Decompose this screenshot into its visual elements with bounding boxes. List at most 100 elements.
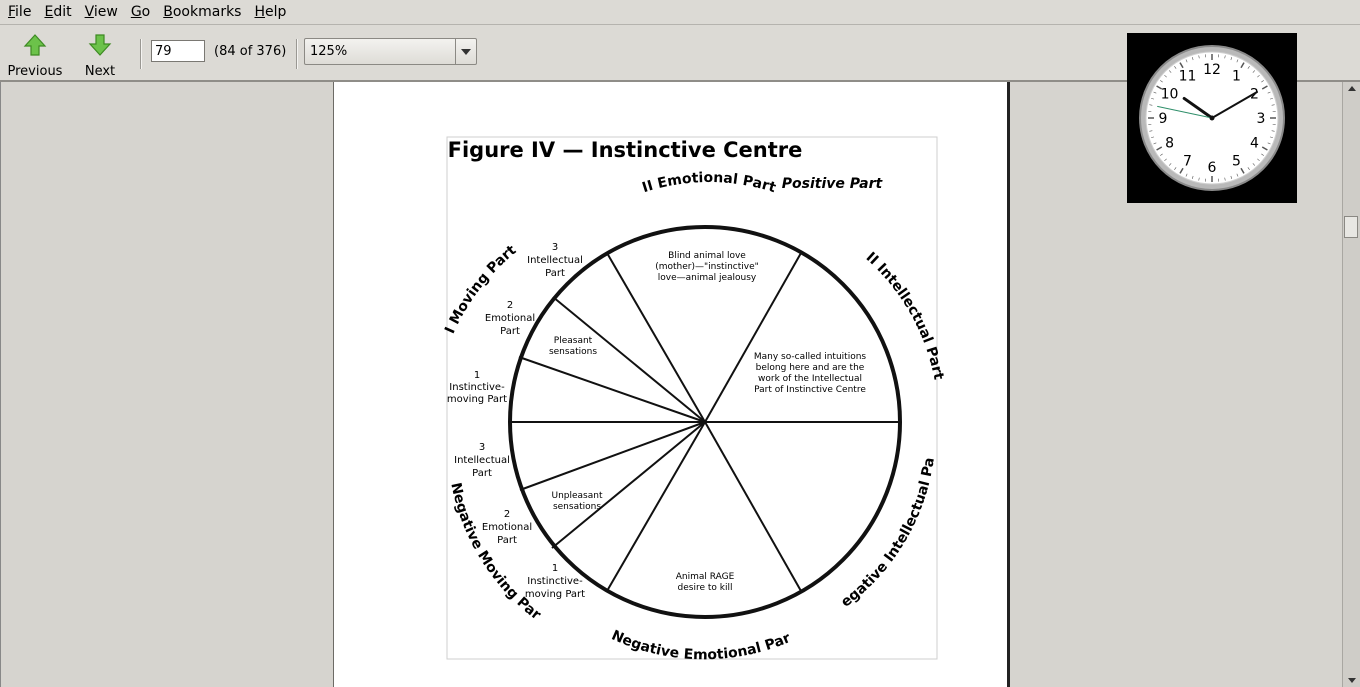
clock-tick xyxy=(1174,66,1177,69)
svg-text:Unpleasant: Unpleasant xyxy=(552,491,603,501)
scrollbar-thumb[interactable] xyxy=(1344,216,1358,238)
sector-lines xyxy=(510,252,900,592)
toolbar-separator xyxy=(296,39,298,69)
chevron-down-icon[interactable] xyxy=(455,39,476,64)
page-count: (84 of 376) xyxy=(214,44,287,59)
menu-view[interactable]: View xyxy=(84,4,118,20)
menu-file[interactable]: File xyxy=(8,4,32,20)
positive-part-label: Positive Part xyxy=(782,176,884,192)
scroll-up-icon[interactable] xyxy=(1345,82,1358,95)
previous-button[interactable]: Previous xyxy=(3,31,67,79)
clock-tick xyxy=(1198,55,1200,59)
svg-text:3: 3 xyxy=(552,242,558,253)
svg-text:Animal RAGE: Animal RAGE xyxy=(676,572,735,582)
clock-tick xyxy=(1151,97,1155,100)
clock-tick xyxy=(1261,146,1268,151)
menu-help[interactable]: Help xyxy=(254,4,287,20)
vertical-scrollbar[interactable] xyxy=(1342,82,1360,687)
clock-tick xyxy=(1164,74,1167,78)
clock-numeral: 12 xyxy=(1203,62,1221,78)
svg-text:Intellectual: Intellectual xyxy=(527,255,583,266)
page-number-input[interactable] xyxy=(151,40,205,62)
clock-numeral: 9 xyxy=(1159,111,1168,127)
figure-frame xyxy=(446,136,938,660)
svg-text:1: 1 xyxy=(552,563,558,574)
svg-text:love—animal jealousy: love—animal jealousy xyxy=(658,273,757,283)
clock-tick xyxy=(1153,91,1157,94)
clock-tick xyxy=(1271,104,1275,106)
clock-numeral: 1 xyxy=(1232,69,1241,85)
zoom-select[interactable]: 125% xyxy=(304,38,477,65)
svg-text:desire to kill: desire to kill xyxy=(678,583,733,593)
clock-tick xyxy=(1261,85,1268,90)
svg-text:Emotional: Emotional xyxy=(485,313,535,324)
clock-tick xyxy=(1267,91,1271,94)
svg-text:Blind animal love: Blind animal love xyxy=(668,251,746,261)
svg-text:Part of Instinctive Centre: Part of Instinctive Centre xyxy=(754,385,866,395)
clock-tick xyxy=(1185,173,1188,177)
clock-tick xyxy=(1156,85,1163,90)
clock-tick xyxy=(1160,153,1163,156)
svg-text:2: 2 xyxy=(507,300,513,311)
svg-text:moving Part: moving Part xyxy=(525,589,585,600)
clock-tick xyxy=(1153,142,1157,145)
clock-tick xyxy=(1224,177,1226,181)
menu-edit[interactable]: Edit xyxy=(44,4,72,20)
next-button[interactable]: Next xyxy=(68,31,132,79)
clock-numeral: 3 xyxy=(1257,111,1266,127)
upper-intellectual-label: 3 Intellectual Part xyxy=(527,242,583,279)
clock-tick xyxy=(1156,146,1163,151)
menu-go[interactable]: Go xyxy=(130,4,151,20)
menu-bookmarks[interactable]: Bookmarks xyxy=(163,4,242,20)
emotional-part-label: II Emotional Part xyxy=(640,170,778,196)
svg-text:1: 1 xyxy=(474,370,480,381)
clock-numeral: 6 xyxy=(1208,160,1217,176)
clock-tick xyxy=(1191,175,1194,179)
unpleasant-text: Unpleasant sensations xyxy=(552,491,603,512)
clock-tick xyxy=(1198,177,1200,181)
clock-tick xyxy=(1257,158,1260,162)
clock-tick xyxy=(1269,97,1273,100)
lower-instinctive-label: 1 Instinctive- moving Part xyxy=(525,563,585,600)
clock-tick xyxy=(1179,62,1184,69)
intuitions-text: Many so-called intuitions belong here an… xyxy=(754,352,867,395)
clock-tick xyxy=(1164,158,1167,162)
svg-text:Emotional: Emotional xyxy=(482,522,532,533)
clock-tick xyxy=(1149,130,1153,132)
svg-text:Part: Part xyxy=(545,268,565,279)
minute-hand xyxy=(1211,91,1259,119)
clock-tick xyxy=(1185,59,1188,63)
clock-tick xyxy=(1240,62,1245,69)
figure-title: Figure IV — Instinctive Centre xyxy=(448,138,803,162)
scroll-down-icon[interactable] xyxy=(1345,674,1358,687)
rage-text: Animal RAGE desire to kill xyxy=(676,572,735,593)
arrow-down-icon xyxy=(88,34,112,56)
clock-tick xyxy=(1267,142,1271,145)
clock-tick xyxy=(1151,136,1155,139)
clock-tick xyxy=(1240,167,1245,174)
svg-text:belong here and are the: belong here and are the xyxy=(756,363,865,373)
clock-tick xyxy=(1236,59,1239,63)
second-hand xyxy=(1157,105,1213,119)
svg-text:3: 3 xyxy=(479,442,485,453)
clock-tick xyxy=(1269,136,1273,139)
toolbar-separator xyxy=(140,39,142,69)
clock-tick xyxy=(1149,104,1153,106)
hour-hand xyxy=(1182,96,1214,120)
arrow-up-icon xyxy=(23,34,47,56)
lower-emotional-label: 2 Emotional Part xyxy=(482,509,532,546)
svg-text:Part: Part xyxy=(472,468,492,479)
clock-numeral: 7 xyxy=(1183,153,1192,169)
svg-text:Many so-called intuitions: Many so-called intuitions xyxy=(754,352,867,362)
previous-label: Previous xyxy=(7,64,63,79)
clock-tick xyxy=(1257,74,1260,78)
document-page: Figure IV — Instinctive Centre Positive … xyxy=(333,82,1010,687)
svg-text:sensations: sensations xyxy=(549,347,597,357)
clock-tick xyxy=(1179,167,1184,174)
blind-love-text: Blind animal love (mother)—"instinctive"… xyxy=(655,251,759,283)
pleasant-text: Pleasant sensations xyxy=(549,336,597,357)
clock-numeral: 5 xyxy=(1232,153,1241,169)
clock-numeral: 11 xyxy=(1179,69,1197,85)
svg-text:Part: Part xyxy=(497,535,517,546)
clock-tick xyxy=(1236,173,1239,177)
